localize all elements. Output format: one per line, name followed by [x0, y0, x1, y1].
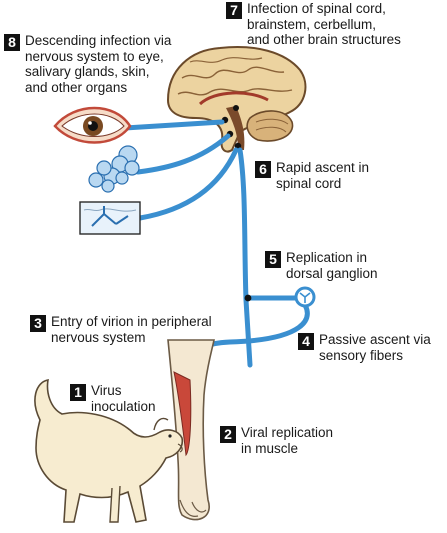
step-1-number: 1 — [70, 384, 86, 401]
step-8-number: 8 — [4, 34, 20, 51]
step-1-text: Virus inoculation — [91, 383, 156, 414]
nerve-to-eye — [122, 119, 225, 131]
nerve-to-gland — [135, 133, 231, 175]
step-2-label: 2 Viral replication in muscle — [220, 425, 333, 456]
step-8-label: 8 Descending infection via nervous syste… — [4, 33, 171, 95]
step-2-text: Viral replication in muscle — [241, 425, 334, 456]
step-1-label: 1 Virus inoculation — [70, 383, 156, 414]
dorsal-ganglion — [244, 286, 316, 308]
step-6-text: Rapid ascent in spinal cord — [276, 160, 370, 191]
step-4-text: Passive ascent via sensory fibers — [319, 332, 431, 363]
step-3-number: 3 — [30, 315, 46, 332]
eye-illustration — [53, 106, 132, 144]
step-3-text: Entry of virion in peripheral nervous sy… — [51, 314, 212, 345]
step-4-label: 4 Passive ascent via sensory fibers — [298, 332, 431, 363]
step-8-text: Descending infection via nervous system … — [25, 33, 172, 95]
step-6-label: 6 Rapid ascent in spinal cord — [255, 160, 369, 191]
step-5-number: 5 — [265, 251, 281, 268]
step-5-label: 5 Replication in dorsal ganglion — [265, 250, 378, 281]
step-7-number: 7 — [226, 2, 242, 19]
step-5-text: Replication in dorsal ganglion — [286, 250, 378, 281]
skin-illustration — [79, 201, 141, 235]
leg-illustration — [167, 339, 215, 521]
step-7-text: Infection of spinal cord, brainstem, cer… — [247, 1, 401, 47]
step-6-number: 6 — [255, 161, 271, 178]
spinal-cord — [237, 147, 253, 368]
dog-illustration — [34, 379, 184, 523]
nerve-to-skin — [137, 147, 239, 221]
salivary-gland-illustration — [88, 145, 140, 193]
step-4-number: 4 — [298, 333, 314, 350]
step-7-label: 7 Infection of spinal cord, brainstem, c… — [226, 1, 401, 48]
brain-illustration — [166, 46, 307, 153]
step-2-number: 2 — [220, 426, 236, 443]
step-3-label: 3 Entry of virion in peripheral nervous … — [30, 314, 212, 345]
